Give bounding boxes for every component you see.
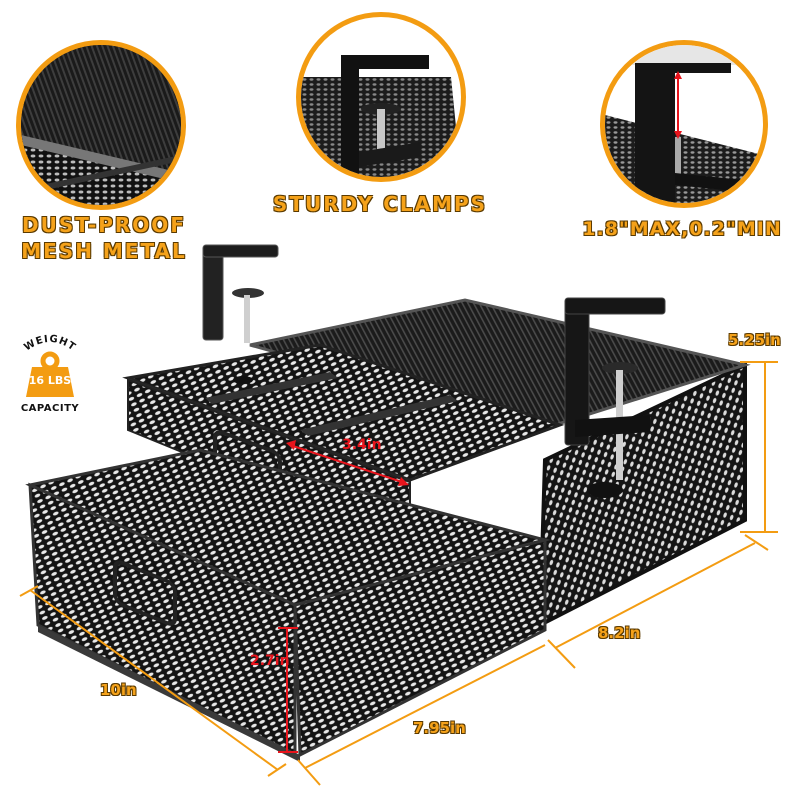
feature-label-mesh: DUST-PROOF MESH METAL xyxy=(21,213,187,263)
dimension-drawer-height: 2.7in xyxy=(250,653,290,669)
weight-value: 16 LBS xyxy=(28,374,72,387)
dimension-inner-drawer-width: 3.4in xyxy=(342,437,382,453)
dimension-lines xyxy=(19,361,778,786)
dimension-depth: 8.2in xyxy=(598,624,641,642)
feature-label-clamps: STURDY CLAMPS xyxy=(272,192,488,216)
clamp-closeup-icon xyxy=(301,55,461,177)
left-clamp xyxy=(202,244,279,384)
mesh-closeup-image xyxy=(16,40,186,210)
kettlebell-weight-icon xyxy=(26,351,74,397)
weight-capacity-badge: WEIGHT 16 LBS CAPACITY xyxy=(8,325,92,420)
clamp-closeup-image xyxy=(296,12,466,182)
dimension-length: 10in xyxy=(100,681,137,699)
weight-top-text: WEIGHT xyxy=(22,334,77,354)
mesh-closeup-icon xyxy=(21,45,181,205)
feature-label-clamp-range: 1.8"MAX,0.2"MIN xyxy=(582,218,782,240)
clamp-range-closeup-icon xyxy=(605,45,763,203)
dimension-width: 7.95in xyxy=(413,719,466,737)
dimension-height: 5.25in xyxy=(728,331,781,349)
clamp-range-closeup-image xyxy=(600,40,768,208)
inner-dimension-lines xyxy=(278,444,406,753)
svg-text:WEIGHT: WEIGHT xyxy=(22,334,78,354)
right-clamp xyxy=(564,297,666,498)
weight-bottom-text: CAPACITY xyxy=(20,403,80,414)
